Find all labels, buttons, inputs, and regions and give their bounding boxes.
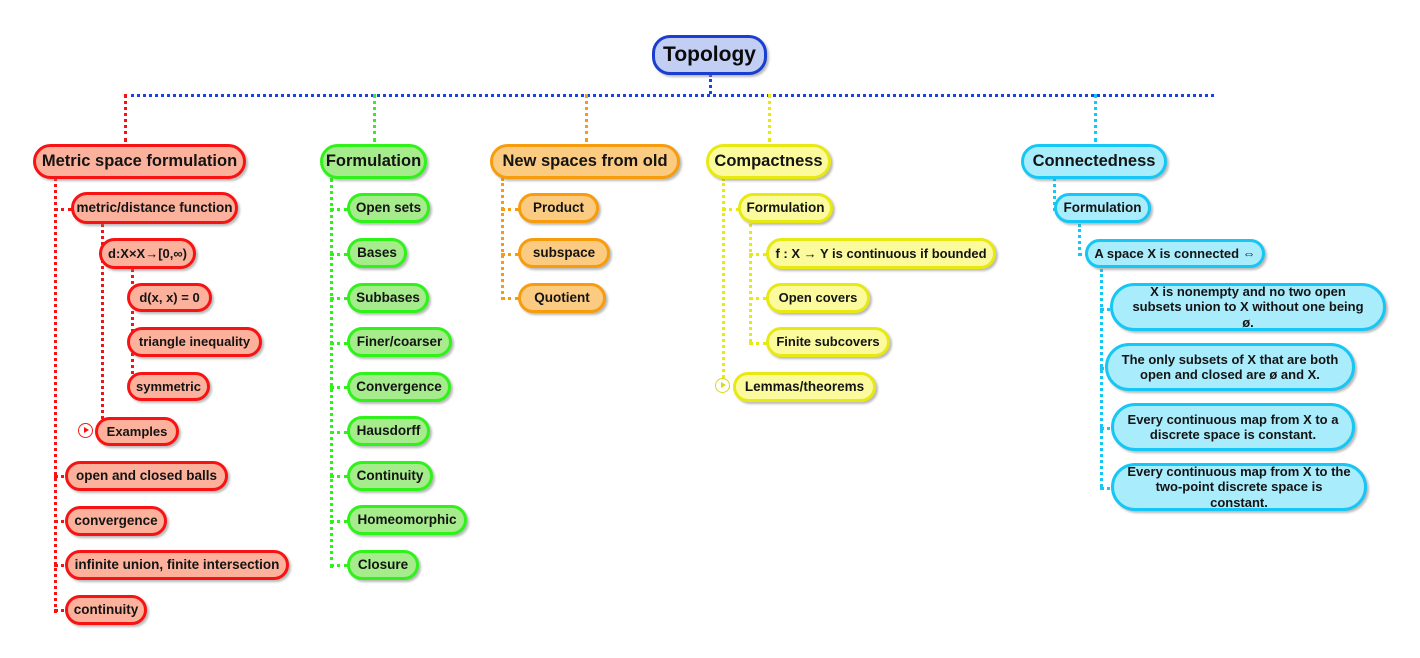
node-bases[interactable]: Bases <box>347 238 407 268</box>
connector-compformulation-spine <box>749 224 752 342</box>
node-continuity-topology[interactable]: Continuity <box>347 461 433 491</box>
connector-formulation-to-hausdorff <box>330 431 348 434</box>
node-infinite-union-finite-intersection[interactable]: infinite union, finite intersection <box>65 550 289 580</box>
node-d-xx-zero[interactable]: d(x, x) = 0 <box>127 283 212 312</box>
node-homeomorphic[interactable]: Homeomorphic <box>347 505 467 535</box>
connector-space-to-stmt3 <box>1100 427 1118 430</box>
connector-metric-to-union <box>54 564 72 567</box>
connector-compformulation-to-opencovers <box>749 297 767 300</box>
node-finer-coarser[interactable]: Finer/coarser <box>347 327 452 357</box>
node-hausdorff[interactable]: Hausdorff <box>347 416 430 446</box>
node-examples[interactable]: Examples <box>95 417 179 446</box>
expand-toggle-lemmas[interactable] <box>715 378 730 393</box>
connector-newspaces-to-product <box>501 208 519 211</box>
connector-formulation-to-convergence <box>330 386 348 389</box>
connector-metric-spine <box>54 178 57 613</box>
node-open-sets[interactable]: Open sets <box>347 193 430 223</box>
connector-connectedness-spine <box>1053 178 1056 211</box>
node-connected-criterion-4[interactable]: Every continuous map from X to the two-p… <box>1111 463 1367 511</box>
connector-formulation-to-bases <box>330 253 348 256</box>
node-connectedness[interactable]: Connectedness <box>1021 144 1167 179</box>
node-closure[interactable]: Closure <box>347 550 419 580</box>
node-triangle-inequality[interactable]: triangle inequality <box>127 327 262 357</box>
connector-distance-spine <box>101 224 104 431</box>
connector-compformulation-to-finitesubcovers <box>749 342 767 345</box>
connector-metric-to-balls <box>54 475 72 478</box>
node-open-closed-balls[interactable]: open and closed balls <box>65 461 228 491</box>
connector-formulation-to-opensets <box>330 208 348 211</box>
node-subspace[interactable]: subspace <box>518 238 610 268</box>
connector-newspaces-to-subspace <box>501 253 519 256</box>
connector-trunk-to-connectedness <box>1094 94 1097 142</box>
node-subbases[interactable]: Subbases <box>347 283 429 313</box>
connector-newspaces-to-quotient <box>501 297 519 300</box>
node-connectedness-formulation[interactable]: Formulation <box>1054 193 1151 223</box>
connector-formulation-to-continuity <box>330 475 348 478</box>
connector-space-spine <box>1100 269 1103 487</box>
node-convergence-metric[interactable]: convergence <box>65 506 167 536</box>
connector-formulation-to-subbases <box>330 297 348 300</box>
connector-root-stem <box>709 74 712 94</box>
connector-trunk-to-newspaces <box>585 94 588 142</box>
node-product[interactable]: Product <box>518 193 599 223</box>
node-d-domain-codomain[interactable]: d:X×X→[0,∞) <box>99 238 196 269</box>
connector-newspaces-spine <box>501 178 504 300</box>
node-convergence-topology[interactable]: Convergence <box>347 372 451 402</box>
expand-toggle-examples[interactable] <box>78 423 93 438</box>
connector-trunk-to-formulation <box>373 94 376 142</box>
connector-formulation-to-closure <box>330 564 348 567</box>
connector-connformulation-spine <box>1078 224 1081 256</box>
connector-metric-to-distance <box>54 208 72 211</box>
connector-compformulation-to-fxy <box>749 253 767 256</box>
node-connected-criterion-3[interactable]: Every continuous map from X to a discret… <box>1111 403 1355 451</box>
connector-formulation-to-finer <box>330 342 348 345</box>
node-new-spaces-from-old[interactable]: New spaces from old <box>490 144 680 179</box>
connector-d-spine <box>131 269 134 386</box>
node-connected-criterion-1[interactable]: X is nonempty and no two open subsets un… <box>1110 283 1386 331</box>
node-compactness[interactable]: Compactness <box>706 144 831 179</box>
node-formulation[interactable]: Formulation <box>320 144 427 179</box>
connector-metric-to-continuity <box>54 609 72 612</box>
node-continuity-metric[interactable]: continuity <box>65 595 147 625</box>
connector-space-to-stmt4 <box>1100 487 1118 490</box>
node-metric-space-formulation[interactable]: Metric space formulation <box>33 144 246 179</box>
node-space-x-is-connected[interactable]: A space X is connected ⇔ <box>1085 239 1265 268</box>
node-metric-distance-function[interactable]: metric/distance function <box>71 192 238 224</box>
connector-space-to-stmt1 <box>1100 308 1118 311</box>
node-quotient[interactable]: Quotient <box>518 283 606 313</box>
node-connected-criterion-2[interactable]: The only subsets of X that are both open… <box>1105 343 1355 391</box>
node-finite-subcovers[interactable]: Finite subcovers <box>766 327 890 357</box>
connector-root-trunk <box>124 94 1214 97</box>
node-open-covers[interactable]: Open covers <box>766 283 870 313</box>
node-f-continuous-if-bounded[interactable]: f : X → Y is continuous if bounded <box>766 238 996 269</box>
connector-formulation-spine <box>330 178 333 568</box>
node-lemmas-theorems[interactable]: Lemmas/theorems <box>733 372 876 402</box>
connector-compactness-to-formulation <box>722 208 740 211</box>
connector-formulation-to-homeomorphic <box>330 520 348 523</box>
connector-compactness-spine <box>722 178 725 389</box>
node-root-topology[interactable]: Topology <box>652 35 767 75</box>
connector-metric-to-convergence <box>54 520 72 523</box>
node-compactness-formulation[interactable]: Formulation <box>738 193 833 223</box>
connector-trunk-to-compactness <box>768 94 771 142</box>
node-symmetric[interactable]: symmetric <box>127 372 210 401</box>
connector-trunk-to-metric <box>124 94 127 142</box>
